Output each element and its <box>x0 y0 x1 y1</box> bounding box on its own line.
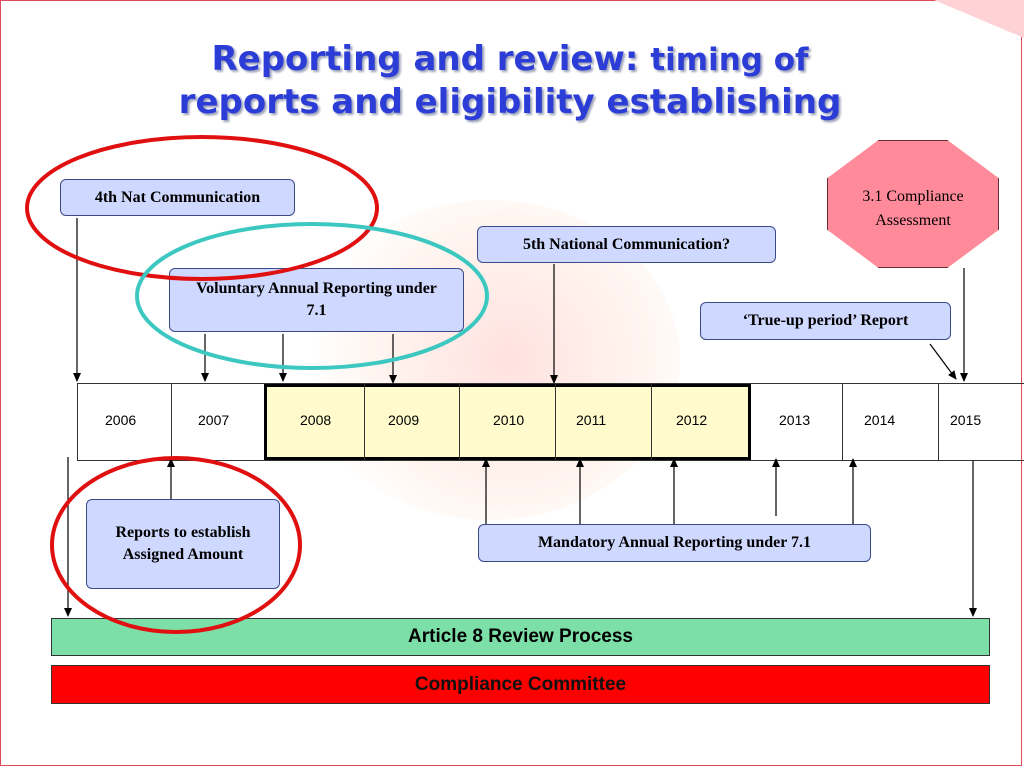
title-line-2: reports and eligibility establishing <box>178 82 842 122</box>
timeline-divider <box>459 384 460 460</box>
compliance-assessment-label: 3.1 Compliance Assessment <box>862 188 964 229</box>
fifth-national-communication-label: 5th National Communication? <box>522 235 731 253</box>
arrow-true-up-to-timeline <box>929 343 957 380</box>
timeline-divider <box>364 384 365 460</box>
corner-decoration <box>934 0 1024 38</box>
compliance-committee-bar: Compliance Committee <box>51 665 990 704</box>
timeline-divider <box>938 383 939 461</box>
fourth-national-communication-box: 4th Nat Communication <box>60 179 295 216</box>
year-label: 2012 <box>676 412 708 428</box>
mandatory-reporting-label: Mandatory Annual Reporting under 7.1 <box>537 534 812 551</box>
year-label: 2008 <box>300 412 332 428</box>
title-line-1: Reporting and review: timing of <box>80 38 940 81</box>
year-label: 2007 <box>198 412 230 428</box>
year-label: 2010 <box>493 412 525 428</box>
true-up-report-label: ‘True-up period’ Report <box>742 312 909 329</box>
assigned-amount-reports-box: Reports to establish Assigned Amount <box>86 499 280 589</box>
timeline-divider <box>651 384 652 460</box>
timeline-divider <box>171 383 172 461</box>
fourth-national-communication-label: 4th Nat Communication <box>94 188 261 206</box>
compliance-assessment-octagon: 3.1 Compliance Assessment <box>827 140 999 268</box>
year-label: 2009 <box>388 412 420 428</box>
red-highlight-ellipse-bottom <box>50 456 302 634</box>
fifth-national-communication-box: 5th National Communication? <box>477 226 776 263</box>
voluntary-reporting-label: Voluntary Annual Reporting under 7.1 <box>196 280 437 319</box>
timeline-divider <box>555 384 556 460</box>
true-up-report-box: ‘True-up period’ Report <box>700 302 951 340</box>
mandatory-reporting-box: Mandatory Annual Reporting under 7.1 <box>478 524 871 562</box>
voluntary-reporting-box: Voluntary Annual Reporting under 7.1 <box>169 268 464 332</box>
year-label: 2013 <box>779 412 811 428</box>
article-8-review-bar: Article 8 Review Process <box>51 618 990 656</box>
red-highlight-ellipse-top <box>25 135 379 281</box>
year-label: 2006 <box>105 412 137 428</box>
article-8-review-label: Article 8 Review Process <box>408 626 633 647</box>
title-line-1-small: timing of <box>650 42 809 78</box>
year-label: 2011 <box>576 412 607 428</box>
timeline-divider <box>77 383 78 461</box>
timeline-divider <box>842 383 843 461</box>
compliance-committee-label: Compliance Committee <box>414 673 627 695</box>
slide-title: Reporting and review: timing of reports … <box>80 38 940 123</box>
teal-highlight-ellipse <box>135 222 489 370</box>
assigned-amount-reports-label: Reports to establish Assigned Amount <box>115 524 251 563</box>
year-label: 2014 <box>864 412 896 428</box>
title-line-1-main: Reporting and review: <box>211 39 651 79</box>
year-label: 2015 <box>950 412 982 428</box>
commitment-period-highlight <box>264 384 751 460</box>
